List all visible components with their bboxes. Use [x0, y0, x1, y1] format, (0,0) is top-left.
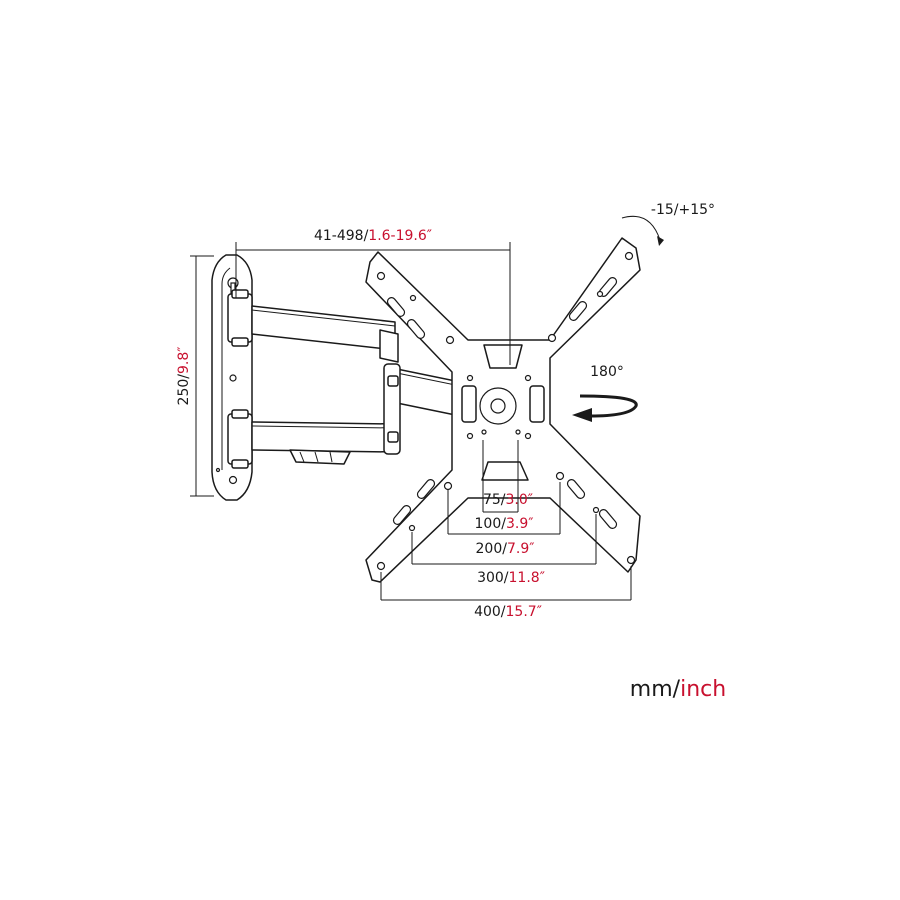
vesa-400-inch: 15.7″: [506, 604, 542, 620]
vesa-300-label: 300/11.8″: [477, 570, 545, 586]
tilt-arc: [621, 215, 661, 241]
vesa-200-mm: 200/: [476, 541, 508, 557]
swivel-label: 180°: [590, 364, 624, 380]
vesa-75-mm: 75/: [483, 492, 506, 508]
height-inch: 9.8″: [176, 347, 192, 375]
swivel-arc: [579, 394, 638, 418]
vesa-75-label: 75/3.0″: [483, 492, 533, 508]
reach-inch: 1.6-19.6″: [368, 228, 432, 244]
reach-label: 41-498/1.6-19.6″: [314, 228, 432, 244]
vesa-75-inch: 3.0″: [506, 492, 534, 508]
vesa-300-inch: 11.8″: [509, 570, 545, 586]
vesa-400-label: 400/15.7″: [474, 604, 542, 620]
tilt-arrow-icon: [657, 236, 664, 246]
vesa-200-label: 200/7.9″: [476, 541, 535, 557]
pivot-bolt: [490, 398, 506, 414]
units-mm: mm/: [630, 677, 681, 702]
vesa-plate: [365, 237, 641, 583]
vesa-dimensions: 75/3.0″ 100/3.9″ 200/7.9″ 300/11.8″ 400/…: [380, 440, 632, 620]
height-label: 250/9.8″: [176, 347, 192, 406]
reach-dimension: 41-498/1.6-19.6″: [235, 228, 511, 365]
swivel-arrow-icon: [572, 408, 592, 422]
vesa-100-inch: 3.9″: [506, 516, 534, 532]
vesa-100-label: 100/3.9″: [475, 516, 534, 532]
tilt-label: -15/+15°: [651, 202, 715, 218]
height-mm: 250/: [176, 374, 192, 406]
tilt-indicator: -15/+15°: [621, 202, 715, 246]
vesa-300-mm: 300/: [477, 570, 509, 586]
outer-arm: [383, 363, 471, 455]
vesa-400-mm: 400/: [474, 604, 506, 620]
lower-arm: [227, 409, 396, 469]
height-dimension: 250/9.8″: [176, 255, 214, 497]
units-legend: mm/inch: [630, 677, 726, 702]
upper-arm: [227, 289, 399, 363]
units-inch: inch: [680, 677, 726, 702]
swivel-indicator: 180°: [572, 364, 638, 422]
vesa-200-inch: 7.9″: [507, 541, 535, 557]
vesa-100-mm: 100/: [475, 516, 507, 532]
reach-mm: 41-498/: [314, 228, 369, 244]
